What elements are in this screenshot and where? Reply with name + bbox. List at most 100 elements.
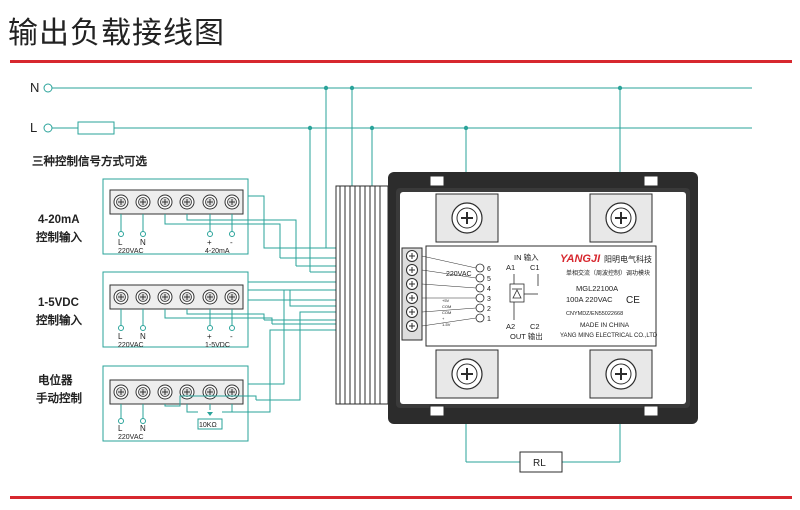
screw-icon bbox=[113, 384, 129, 400]
control-strip-screws bbox=[406, 250, 418, 332]
pin-number: 3 bbox=[487, 296, 491, 303]
l-line-label: L bbox=[30, 120, 37, 135]
a1-label: A1 bbox=[506, 263, 515, 272]
screw-icon bbox=[135, 384, 151, 400]
n-line-label: N bbox=[30, 80, 39, 95]
screw-icon bbox=[157, 384, 173, 400]
block2-title-line2: 控制输入 bbox=[36, 313, 82, 327]
screw-icon bbox=[224, 384, 240, 400]
pin-small-label: 1-5V bbox=[442, 322, 451, 327]
top-red-rule bbox=[10, 60, 792, 63]
module-model: MGL22100A bbox=[576, 284, 618, 293]
module-supply: 220VAC bbox=[446, 271, 472, 278]
screw-icon bbox=[135, 289, 151, 305]
brand-logo: YANGJI bbox=[560, 253, 601, 265]
c1-label: C1 bbox=[530, 263, 540, 272]
term-n-3: N bbox=[140, 424, 146, 433]
module-desc: 单相交流（周波控制）调功模块 bbox=[566, 269, 650, 277]
terminal-screw-icon bbox=[605, 202, 637, 234]
pin-number: 6 bbox=[487, 266, 491, 273]
pin-small-label: +5V bbox=[442, 298, 450, 303]
load-resistor bbox=[519, 451, 563, 473]
c2-label: C2 bbox=[530, 322, 540, 331]
screw-icon bbox=[179, 384, 195, 400]
plus-2: + bbox=[207, 332, 212, 341]
strip-screw-icon bbox=[406, 292, 418, 304]
block3-title-line1: 电位器 bbox=[38, 373, 73, 387]
screw-icon bbox=[202, 384, 218, 400]
terminal-screws-3 bbox=[113, 384, 240, 400]
strip-screw-icon bbox=[406, 306, 418, 318]
terminal-screws-1 bbox=[113, 194, 240, 210]
terminal-screw-icon bbox=[451, 202, 483, 234]
power-lines bbox=[43, 83, 752, 133]
page-title: 输出负载接线图 bbox=[8, 16, 225, 51]
scr-symbol-icon bbox=[509, 274, 539, 320]
strip-screw-icon bbox=[406, 264, 418, 276]
plus-1: + bbox=[207, 238, 212, 247]
terminal-block-1-5vdc: L N 220VAC + - 1-5VDC bbox=[102, 271, 273, 349]
minus-2: - bbox=[230, 332, 233, 341]
screw-icon bbox=[113, 289, 129, 305]
pin-circle bbox=[475, 283, 485, 293]
terminal-block-4-20ma: L N 220VAC + - 4-20mA bbox=[102, 178, 297, 266]
pin-number: 4 bbox=[487, 286, 491, 293]
out-label: OUT 输出 bbox=[510, 331, 543, 341]
screw-icon bbox=[224, 289, 240, 305]
made-in: MADE IN CHINA bbox=[580, 322, 630, 329]
pin-small-label: COM bbox=[442, 310, 451, 315]
strip-screw-icon bbox=[406, 250, 418, 262]
signal-1: 4-20mA bbox=[205, 248, 230, 255]
term-l-1: L bbox=[118, 238, 123, 247]
signal-2: 1-5VDC bbox=[205, 342, 230, 349]
block1-title-line2: 控制输入 bbox=[36, 230, 82, 244]
screw-icon bbox=[157, 194, 173, 210]
terminal-screw-icon bbox=[605, 358, 637, 390]
screw-icon bbox=[135, 194, 151, 210]
screw-icon bbox=[113, 194, 129, 210]
fuse bbox=[77, 121, 115, 135]
block1-title-line1: 4-20mA bbox=[38, 214, 80, 226]
screw-icon bbox=[179, 289, 195, 305]
pin-circle bbox=[475, 293, 485, 303]
terminal-screws-2 bbox=[113, 289, 240, 305]
pin-number: 5 bbox=[487, 276, 491, 283]
term-n-2: N bbox=[140, 332, 146, 341]
screw-icon bbox=[179, 194, 195, 210]
pin-number: 2 bbox=[487, 306, 491, 313]
term-l-2: L bbox=[118, 332, 123, 341]
in-label: IN 输入 bbox=[514, 252, 539, 262]
ce-mark: CE bbox=[626, 295, 640, 306]
terminal-block-potentiometer: 10KΩ L N 220VAC bbox=[102, 365, 257, 442]
load-label: RL bbox=[533, 458, 546, 469]
block3-title-line2: 手动控制 bbox=[36, 391, 82, 405]
a2-label: A2 bbox=[506, 322, 515, 331]
potentiometer bbox=[197, 418, 223, 430]
block2-title-line1: 1-5VDC bbox=[38, 297, 79, 309]
screw-icon bbox=[224, 194, 240, 210]
screw-icon bbox=[202, 289, 218, 305]
screw-icon bbox=[202, 194, 218, 210]
terminal-screw-icon bbox=[451, 358, 483, 390]
strip-screw-icon bbox=[406, 278, 418, 290]
minus-1: - bbox=[230, 238, 233, 247]
bottom-red-rule bbox=[10, 496, 792, 499]
screw-icon bbox=[157, 289, 173, 305]
pin-circle bbox=[475, 313, 485, 323]
options-heading: 三种控制信号方式可选 bbox=[32, 154, 147, 168]
term-n-1: N bbox=[140, 238, 146, 247]
pin-small-label: COM bbox=[442, 304, 451, 309]
module-rating: 100A 220VAC bbox=[566, 295, 613, 304]
pin-circle bbox=[475, 263, 485, 273]
strip-screw-icon bbox=[406, 320, 418, 332]
pin-circle bbox=[475, 273, 485, 283]
big-screw-icons bbox=[451, 202, 637, 390]
term-l-3: L bbox=[118, 424, 123, 433]
pin-circle bbox=[475, 303, 485, 313]
resistor-value: 10KΩ bbox=[199, 422, 217, 429]
pin-small-label: + bbox=[442, 316, 445, 321]
company: YANG MING ELECTRICAL CO.,LTD bbox=[560, 333, 658, 339]
power-junctions bbox=[307, 85, 623, 131]
